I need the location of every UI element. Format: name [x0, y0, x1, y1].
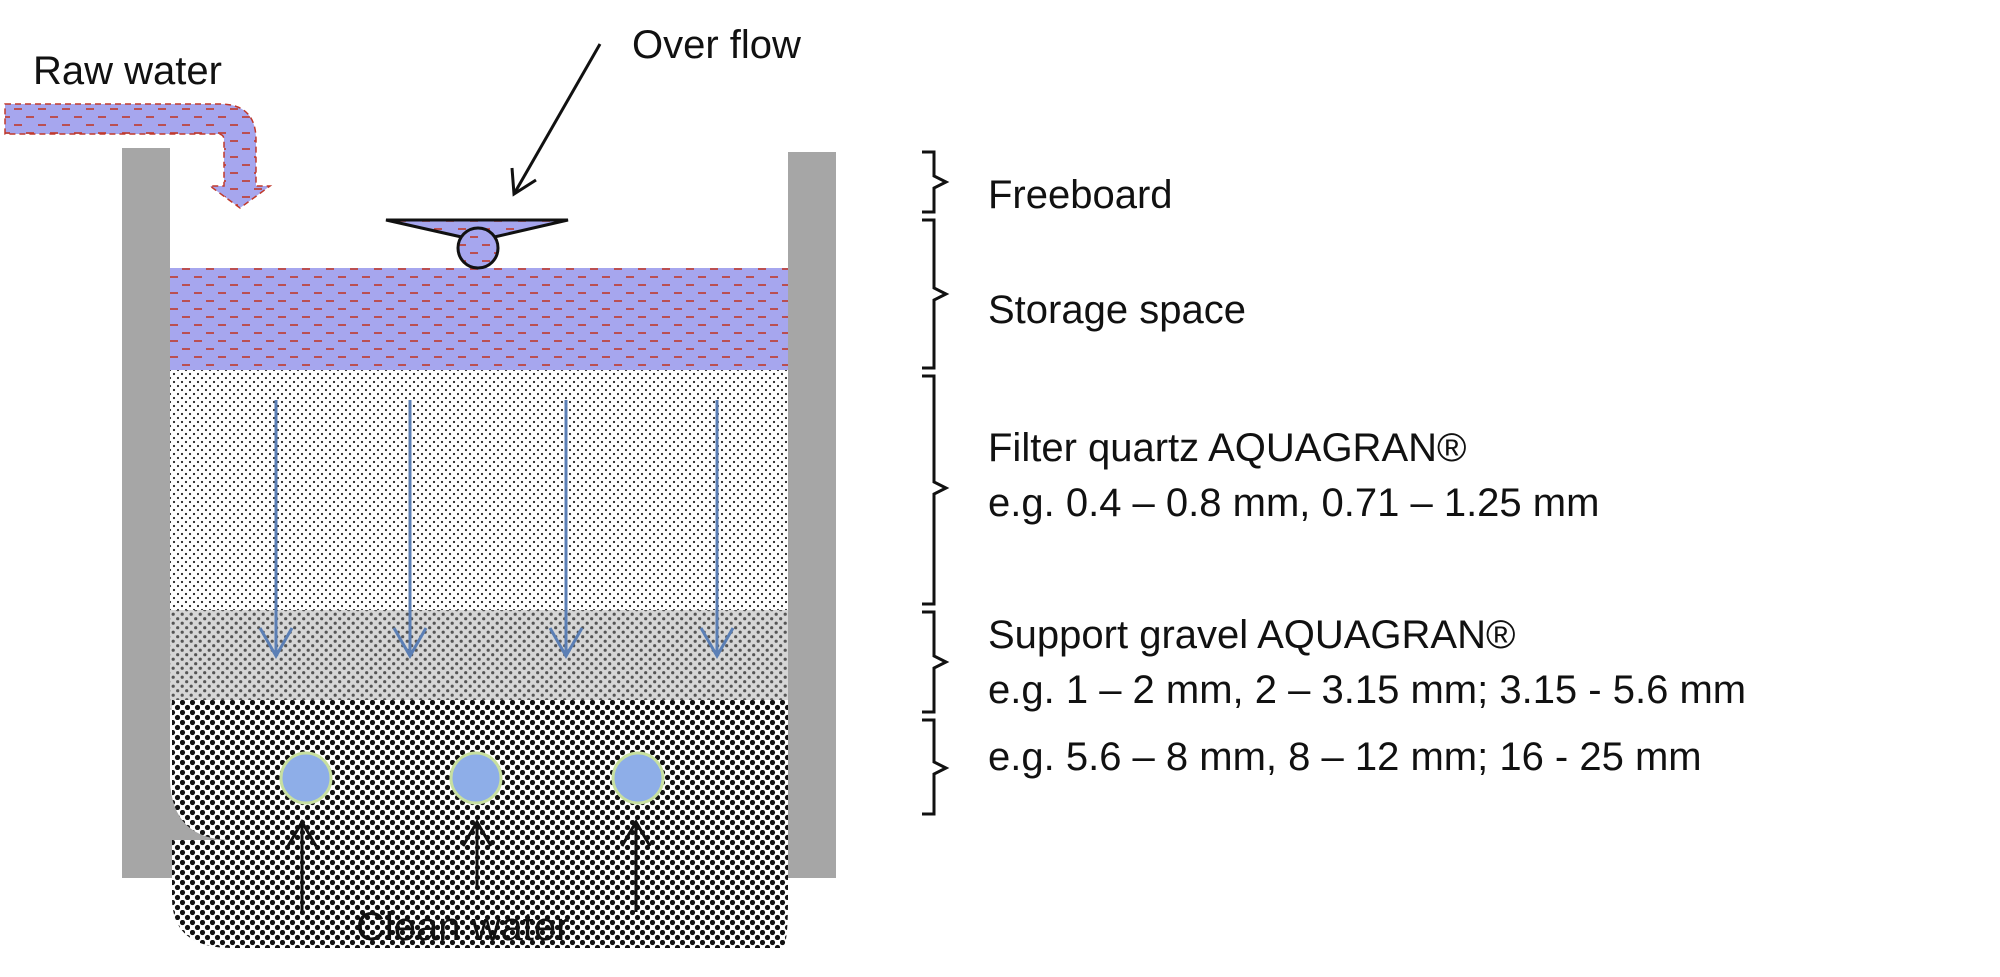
brace-filter — [922, 374, 950, 606]
brace-bottom — [922, 718, 950, 816]
brace-support — [922, 610, 950, 714]
layer-braces — [922, 150, 950, 816]
filter-quartz-label: Filter quartz AQUAGRAN® — [988, 426, 1466, 470]
support-gravel-label: Support gravel AQUAGRAN® — [988, 613, 1515, 657]
support-gravel-sizes: e.g. 1 – 2 mm, 2 – 3.15 mm; 3.15 - 5.6 m… — [988, 668, 1746, 712]
support-gravel-layer — [170, 610, 788, 710]
brace-freeboard — [922, 150, 950, 214]
drain-pipe-3 — [611, 751, 665, 805]
overflow-pointer-arrow — [510, 43, 602, 197]
water-layer — [170, 268, 788, 370]
brace-storage — [922, 218, 950, 370]
raw-water-label: Raw water — [33, 49, 222, 93]
clean-water-arrow-2 — [461, 819, 493, 888]
freeboard-label: Freeboard — [988, 173, 1173, 217]
filter-quartz-sizes: e.g. 0.4 – 0.8 mm, 0.71 – 1.25 mm — [988, 481, 1599, 525]
over-flow-label: Over flow — [632, 23, 801, 67]
downflow-arrow-2 — [392, 400, 428, 660]
downflow-arrow-1 — [258, 400, 294, 660]
downflow-arrow-3 — [548, 400, 584, 660]
bottom-gravel-sizes: e.g. 5.6 – 8 mm, 8 – 12 mm; 16 - 25 mm — [988, 735, 1702, 779]
downflow-arrows — [258, 400, 735, 660]
coarse-gravel-layer — [172, 700, 788, 948]
drain-pipe-2 — [449, 751, 503, 805]
drain-pipe-1 — [279, 751, 333, 805]
clean-water-label: Clean water — [356, 905, 569, 949]
raw-water-pipe — [4, 103, 273, 209]
filter-quartz-layer — [170, 370, 788, 610]
downflow-arrow-4 — [699, 400, 735, 660]
clean-water-arrows — [286, 819, 652, 912]
clean-water-arrow-1 — [286, 819, 318, 912]
overflow-weir — [385, 218, 569, 270]
clean-water-arrow-3 — [620, 819, 652, 912]
storage-space-label: Storage space — [988, 288, 1246, 332]
